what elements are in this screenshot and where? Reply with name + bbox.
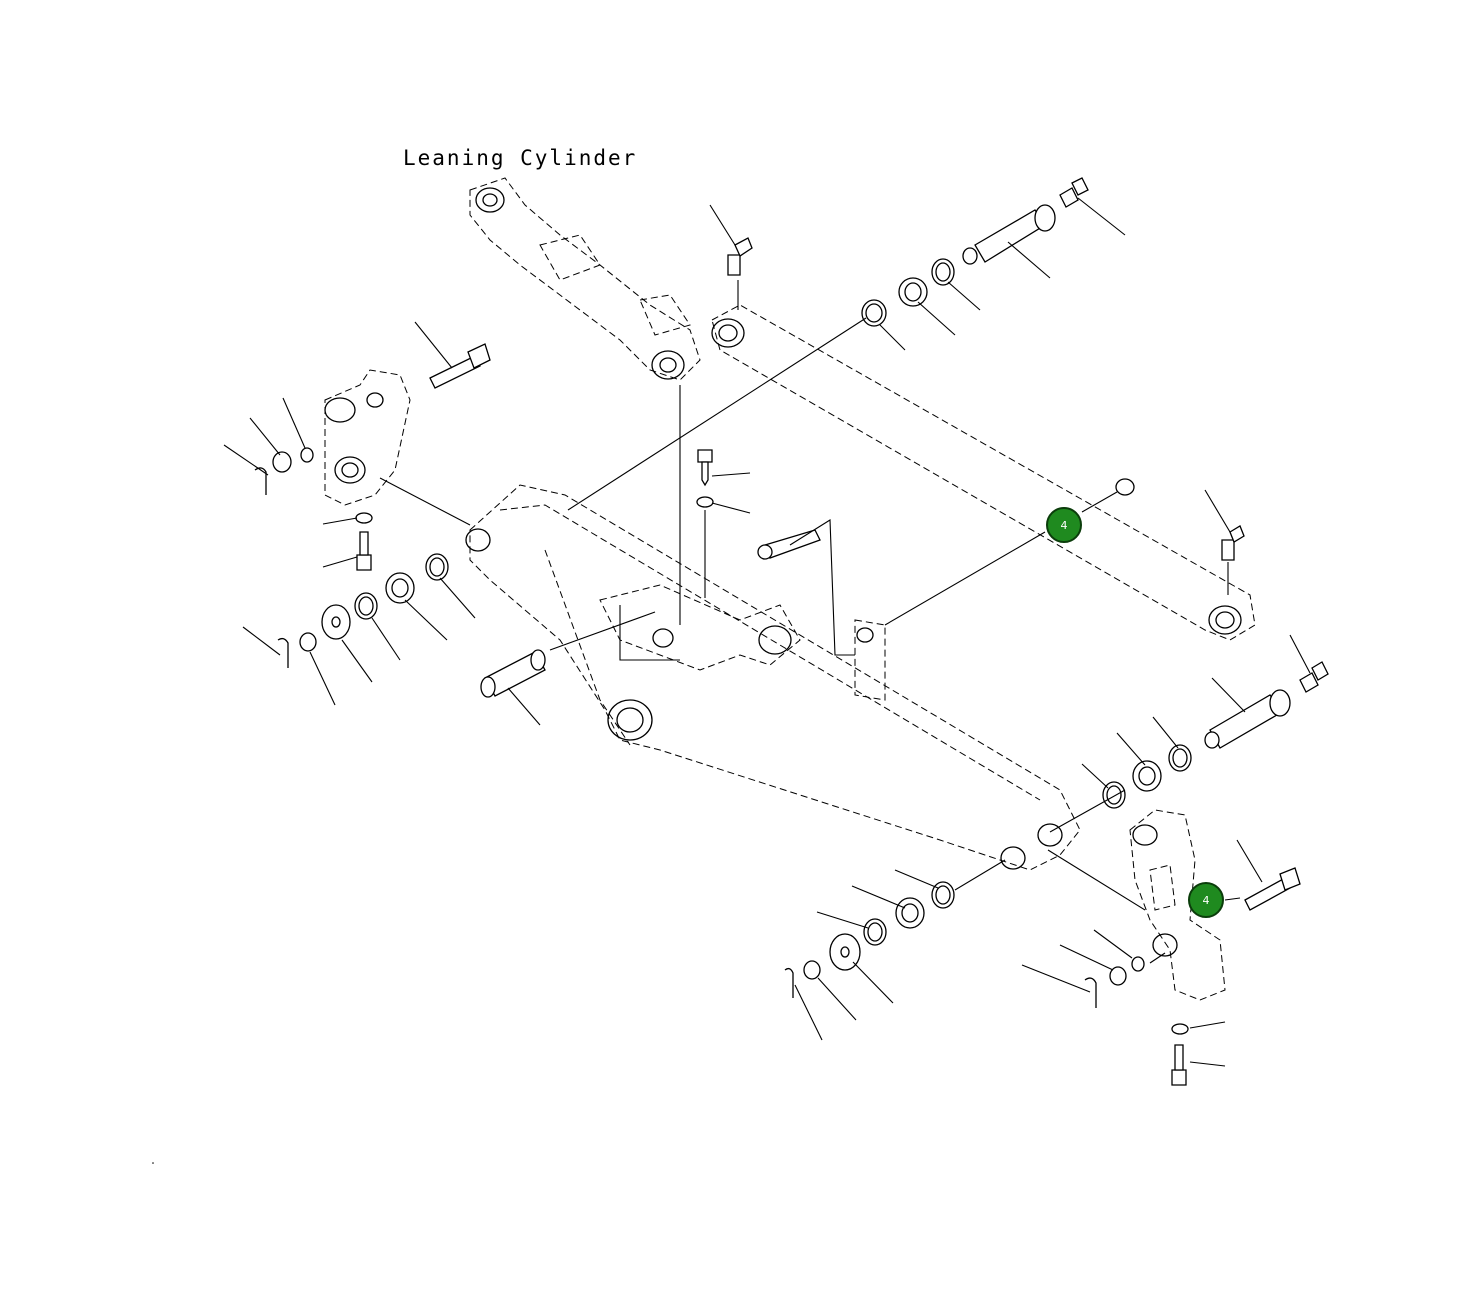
cotter-pins <box>254 467 1097 1008</box>
grease-fittings <box>727 177 1329 693</box>
bolts <box>356 343 1301 1086</box>
main-frame <box>465 484 1081 871</box>
leader-lines <box>223 197 1311 1067</box>
right-bracket <box>1129 809 1226 1001</box>
callout-hotspot-1[interactable]: 4 <box>1046 507 1082 543</box>
bushings-and-washers <box>272 258 1192 1035</box>
callout-label: 4 <box>1060 518 1068 532</box>
callout-hotspot-2[interactable]: 4 <box>1188 882 1224 918</box>
callout-label: 4 <box>1202 893 1210 907</box>
assembly-lines <box>379 280 1241 964</box>
upper-lever-arm <box>711 304 1256 641</box>
left-bracket <box>324 369 411 506</box>
diagram-title: Leaning Cylinder <box>403 146 638 170</box>
leaning-cylinder <box>469 177 701 381</box>
